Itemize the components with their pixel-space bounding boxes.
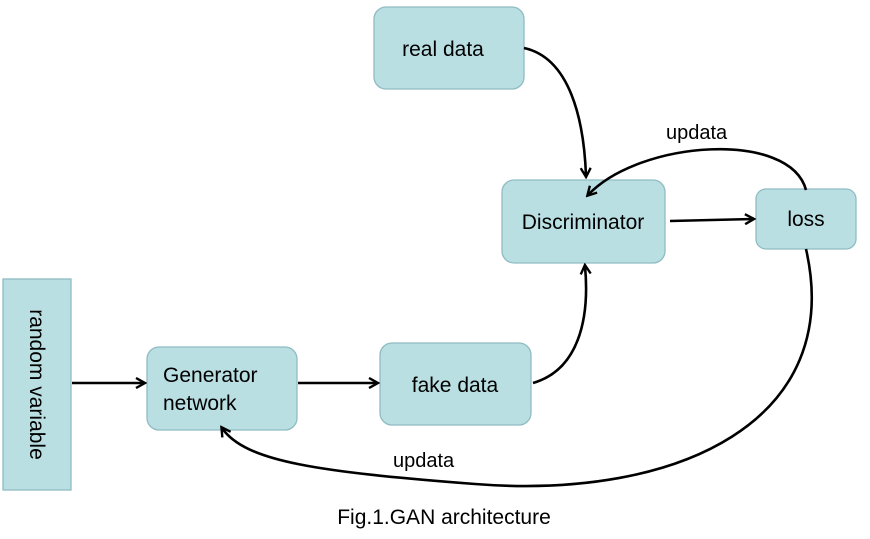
- loss-label: loss: [787, 208, 824, 231]
- arrow-discriminator-to-loss: [669, 219, 753, 221]
- discriminator-node: Discriminator: [501, 179, 666, 264]
- fake-data-node: fake data: [379, 342, 532, 426]
- random-variable-label: random variable: [25, 309, 48, 460]
- discriminator-label: Discriminator: [522, 211, 645, 234]
- generator-network-node: Generator network: [146, 346, 298, 431]
- real-data-node: real data: [373, 6, 525, 90]
- generator-label-line1: Generator: [163, 364, 258, 387]
- real-data-label: real data: [402, 38, 484, 61]
- update-label-top: updata: [666, 122, 728, 144]
- arrow-fake-data-to-discriminator: [532, 266, 586, 385]
- loss-node: loss: [755, 188, 857, 250]
- figure-caption: Fig.1.GAN architecture: [337, 506, 551, 529]
- arrow-loss-to-generator: [222, 248, 813, 488]
- arrow-real-data-to-discriminator: [523, 46, 586, 176]
- update-label-bottom: updata: [393, 450, 455, 472]
- arrow-loss-to-discriminator: [588, 147, 808, 195]
- random-variable-node: random variable: [2, 278, 72, 491]
- generator-label-line2: network: [163, 392, 237, 415]
- fake-data-label: fake data: [412, 374, 499, 397]
